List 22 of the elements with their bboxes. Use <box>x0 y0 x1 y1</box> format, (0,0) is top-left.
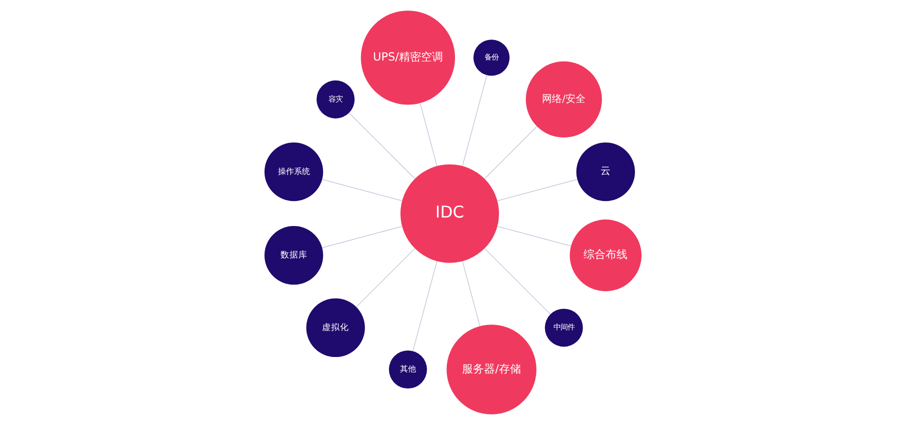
connector <box>496 179 577 202</box>
connector <box>348 112 415 180</box>
node-circle: 虚拟化 <box>306 298 364 358</box>
node-circle: UPS/精密空调 <box>360 10 455 105</box>
connector <box>462 74 487 166</box>
connector <box>322 179 402 202</box>
connector <box>356 248 415 308</box>
connector <box>412 260 437 352</box>
node-circle: 综合布线 <box>569 220 641 292</box>
connector <box>419 103 437 166</box>
connector <box>462 260 480 326</box>
connector <box>484 126 537 180</box>
connector <box>322 226 402 248</box>
node-circle: 数据库 <box>264 226 323 285</box>
node-circle: 网络/安全 <box>525 61 602 138</box>
node-circle: 云 <box>576 142 634 202</box>
connector <box>484 248 550 314</box>
node-circle: 操作系统 <box>264 142 323 202</box>
node-circle: 其他 <box>388 350 426 389</box>
connector <box>496 226 571 246</box>
node-circle: 服务器/存储 <box>446 324 536 414</box>
node-circle: IDC <box>400 164 498 263</box>
